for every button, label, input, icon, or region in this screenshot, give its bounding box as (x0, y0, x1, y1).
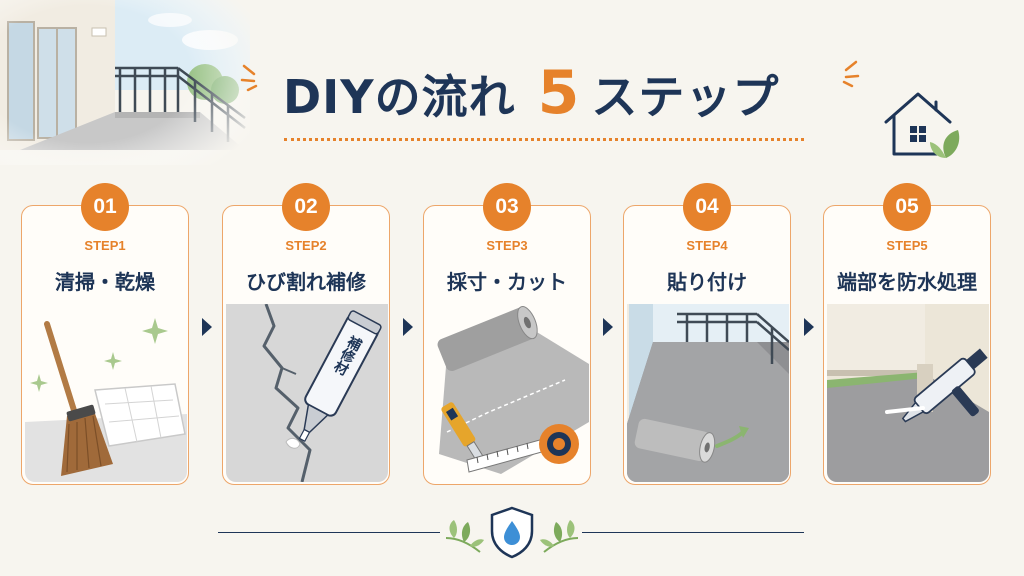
leaf-left-icon (445, 520, 484, 553)
chevron-right-icon (202, 318, 212, 336)
step-number-badge-4: 04 (683, 183, 731, 231)
step-heading: STEP3 (486, 238, 528, 253)
accent-lines-left-icon (240, 64, 258, 92)
broom-illustration (25, 304, 187, 482)
accent-lines-right-icon (842, 60, 860, 88)
title-dotted-underline (284, 138, 804, 141)
step-heading: STEP1 (84, 238, 126, 253)
step-label: 貼り付け (667, 270, 747, 294)
title-prefix: DIYの流れ (283, 70, 516, 124)
step-heading: STEP4 (686, 238, 728, 253)
step-label: 清掃・乾燥 (55, 270, 155, 294)
step-heading: STEP2 (285, 238, 327, 253)
step-card-3: STEP3 採寸・カット (423, 205, 591, 485)
chevron-right-icon (603, 318, 613, 336)
step-card-2: STEP2 ひび割れ補修 補修材 (222, 205, 390, 485)
title-number: 5 (537, 58, 580, 128)
leaf-right-icon (540, 520, 579, 553)
chevron-right-icon (804, 318, 814, 336)
shield-waterdrop-icon (490, 506, 534, 559)
step-number-badge-5: 05 (883, 183, 931, 231)
title-suffix: ステップ (591, 70, 780, 124)
house-icon (884, 92, 960, 158)
sealant-gun-illustration (827, 304, 989, 482)
balcony-hero-illustration (0, 0, 250, 165)
crack-repair-illustration: 補修材 (226, 304, 388, 482)
sheet-application-illustration (627, 304, 789, 482)
step-number-badge-3: 03 (483, 183, 531, 231)
step-label: ひび割れ補修 (246, 270, 366, 294)
step-heading: STEP5 (886, 238, 928, 253)
bottom-divider-right (582, 532, 804, 533)
chevron-right-icon (403, 318, 413, 336)
step-label: 端部を防水処理 (837, 270, 977, 294)
step-card-1: STEP1 清掃・乾燥 (21, 205, 189, 485)
page-title: DIYの流れ 5 ステップ (283, 58, 803, 128)
step-card-5: STEP5 端部を防水処理 (823, 205, 991, 485)
measure-cut-illustration (427, 304, 589, 482)
step-number-badge-2: 02 (282, 183, 330, 231)
step-card-4: STEP4 貼り付け (623, 205, 791, 485)
bottom-divider-left (218, 532, 440, 533)
step-number-badge-1: 01 (81, 183, 129, 231)
step-label: 採寸・カット (447, 270, 567, 294)
